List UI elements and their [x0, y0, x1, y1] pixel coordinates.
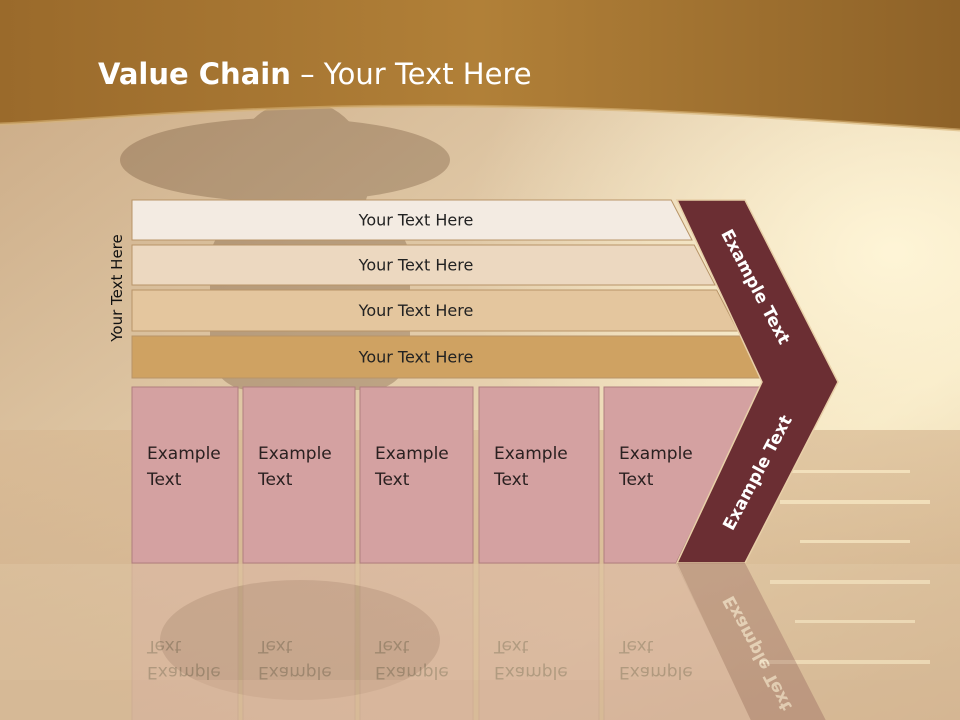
- support-row: Your Text Here: [131, 289, 739, 332]
- primary-box-reflection-line1: Example: [147, 662, 221, 682]
- primary-box-reflection-line2: Text: [493, 636, 529, 656]
- support-row: Your Text Here: [131, 244, 716, 286]
- support-row-shape: [131, 199, 693, 241]
- primary-box-line1: Example: [258, 444, 332, 464]
- primary-box-line2: Text: [257, 470, 293, 490]
- primary-box-shape: [603, 386, 763, 564]
- primary-box-reflection: Example Text: [603, 562, 754, 720]
- title-rest: – Your Text Here: [291, 57, 532, 91]
- primary-box-reflection-line2: Text: [257, 636, 293, 656]
- primary-box-shape: [359, 386, 474, 564]
- header-band: [0, 0, 960, 132]
- primary-box-line1: Example: [619, 444, 693, 464]
- primary-box-reflection: Example Text: [242, 562, 356, 720]
- primary-box-line2: Text: [493, 470, 529, 490]
- support-row-label: Your Text Here: [358, 301, 474, 320]
- primary-box-shape: [242, 386, 356, 564]
- primary-box-line2: Text: [618, 470, 654, 490]
- primary-box-line2: Text: [374, 470, 410, 490]
- primary-box-shape: [478, 386, 600, 564]
- primary-box-reflection: Example Text: [478, 562, 600, 720]
- primary-box-reflection-line2: Text: [146, 636, 182, 656]
- support-row-label: Your Text Here: [358, 211, 474, 230]
- support-row: Your Text Here: [131, 335, 763, 379]
- primary-box-line1: Example: [494, 444, 568, 464]
- primary-boxes: ExampleTextExampleTextExampleTextExample…: [131, 386, 763, 564]
- primary-box-reflection-line2: Text: [374, 636, 410, 656]
- primary-box-reflection-line1: Example: [619, 662, 693, 682]
- primary-box-shape: [131, 386, 239, 564]
- primary-box-reflection-line1: Example: [375, 662, 449, 682]
- primary-box-reflection-line1: Example: [258, 662, 332, 682]
- primary-box-reflection-line1: Example: [494, 662, 568, 682]
- primary-box-line1: Example: [375, 444, 449, 464]
- support-row-label: Your Text Here: [358, 256, 474, 275]
- support-row: Your Text Here: [131, 199, 693, 241]
- support-row-label: Your Text Here: [358, 348, 474, 367]
- slide-title: Value Chain – Your Text Here: [98, 57, 532, 91]
- primary-box-line2: Text: [146, 470, 182, 490]
- primary-box-reflection: Example Text: [359, 562, 474, 720]
- title-bold: Value Chain: [98, 57, 291, 91]
- primary-box-line1: Example: [147, 444, 221, 464]
- side-label: Your Text Here: [108, 234, 126, 342]
- primary-box-reflection: Example Text: [131, 562, 239, 720]
- primary-box-reflection-line2: Text: [618, 636, 654, 656]
- support-row-shape: [131, 244, 716, 286]
- reflection-fade: [0, 564, 960, 720]
